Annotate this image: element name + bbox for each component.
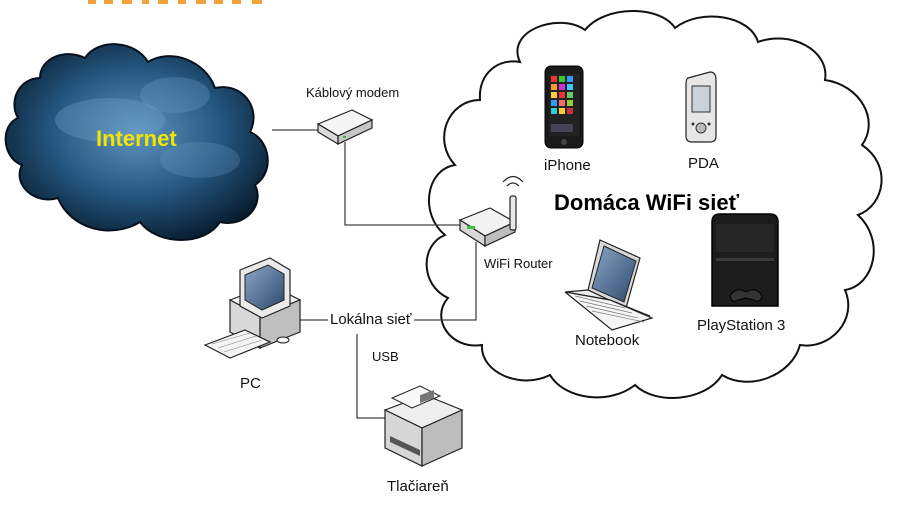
network-title: Domáca WiFi sieť (554, 190, 740, 215)
cable-modem-device (316, 109, 374, 146)
printer-label: Tlačiareň (387, 478, 449, 495)
notebook-label: Notebook (575, 332, 640, 349)
pda-label: PDA (688, 155, 719, 172)
usb-label: USB (370, 349, 401, 364)
pc-label: PC (240, 375, 261, 392)
iphone-device (544, 65, 584, 149)
notebook-device (564, 239, 654, 331)
iphone-label: iPhone (544, 157, 591, 174)
cropped-header-fragment (88, 0, 262, 4)
wifi-router-device (458, 175, 524, 248)
modem-label: Káblový modem (306, 85, 400, 100)
internet-label: Internet (96, 126, 177, 151)
playstation-label: PlayStation 3 (697, 317, 786, 334)
internet-cloud (4, 43, 269, 241)
pc-computer (203, 257, 302, 359)
pda-device (685, 71, 717, 143)
playstation-console (711, 213, 779, 307)
lan-label: Lokálna sieť (328, 311, 414, 328)
printer-device (383, 385, 464, 467)
router-label: WiFi Router (484, 256, 553, 271)
modem-to-router-line (344, 142, 462, 226)
pc-to-printer-line (356, 334, 392, 419)
